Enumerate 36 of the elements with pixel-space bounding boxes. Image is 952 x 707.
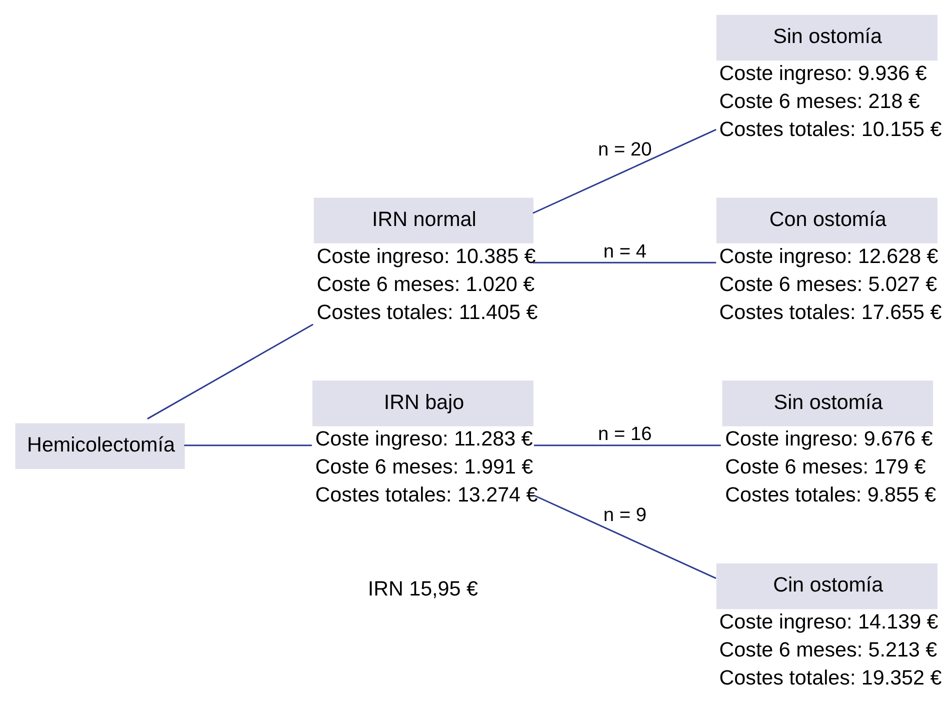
edge-label: n = 16	[598, 424, 652, 445]
node-label: Costes totales: 9.855 €	[725, 483, 936, 506]
node-label: Costes totales: 19.352 €	[719, 666, 942, 690]
edge-label: n = 4	[603, 240, 646, 262]
node-box: IRN bajo	[312, 380, 534, 426]
node-label: Costes totales: 10.155 €	[719, 118, 942, 141]
edge-label: n = 9	[603, 504, 646, 526]
connector	[147, 323, 314, 419]
node-label: Costes totales: 11.405 €	[316, 300, 538, 324]
node-label: Coste ingreso: 12.628 €	[719, 244, 938, 268]
node-label: Coste 6 meses: 218 €	[719, 90, 920, 113]
edge-label: n = 20	[598, 139, 652, 160]
node-label: Coste 6 meses: 1.020 €	[316, 272, 535, 296]
connector	[532, 261, 716, 263]
node-box: IRN normal	[314, 197, 534, 243]
connector	[534, 494, 716, 579]
connector	[184, 444, 312, 446]
node-label: Coste 6 meses: 179 €	[725, 455, 926, 478]
connector	[532, 128, 716, 214]
node-box: Sin ostomía	[716, 14, 938, 60]
node-label: Coste 6 meses: 5.213 €	[719, 638, 938, 662]
connector	[534, 444, 721, 446]
node-label: Coste 6 meses: 1.991 €	[315, 455, 534, 478]
node-label: Costes totales: 13.274 €	[315, 483, 538, 506]
node-box: Hemicolectomía	[15, 422, 185, 468]
node-box: Cin ostomía	[716, 562, 938, 609]
label: IRN 15,95 €	[368, 576, 478, 600]
node-label: Coste 6 meses: 5.027 €	[719, 272, 938, 296]
node-box: Sin ostomía	[722, 380, 934, 426]
node-label: Costes totales: 17.655 €	[719, 300, 942, 324]
node-label: Coste ingreso: 11.283 €	[315, 427, 533, 450]
node-label: Coste ingreso: 9.676 €	[725, 427, 933, 450]
node-box: Con ostomía	[716, 197, 938, 243]
node-label: Coste ingreso: 14.139 €	[719, 610, 938, 634]
node-label: Coste ingreso: 10.385 €	[316, 244, 536, 268]
node-label: Coste ingreso: 9.936 €	[719, 62, 927, 85]
